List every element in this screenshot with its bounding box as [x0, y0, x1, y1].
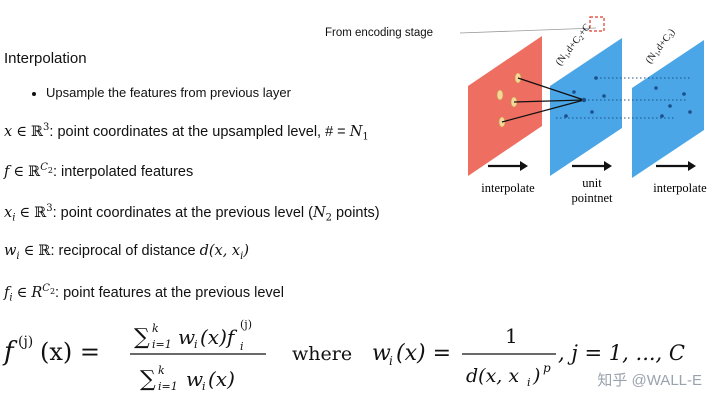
feature-dot [590, 110, 594, 114]
blue-plane-2 [632, 40, 704, 178]
num-w: w [178, 325, 195, 349]
sum-den-sub: i=1 [158, 380, 178, 393]
sum-den: ∑ [140, 367, 156, 392]
annotation-leader [459, 27, 597, 34]
blue-plane-1 [550, 38, 622, 176]
rhs-den: d(x, x [466, 365, 519, 387]
interp-link [501, 99, 585, 123]
rhs-den-sub: i [527, 376, 531, 389]
def-x: x ∈ ℝ3: point coordinates at the upsampl… [4, 122, 369, 143]
den-w-sub: i [202, 380, 206, 393]
rhs-w-sub: i [389, 354, 393, 368]
num-xf: (x)f [200, 325, 238, 349]
sum-num: ∑ [134, 325, 150, 350]
annotation-box [589, 16, 605, 32]
feature-dot [602, 94, 606, 98]
formula-lhs: f [2, 337, 18, 367]
num-f-sup: (j) [240, 318, 252, 331]
num-w-sub: i [194, 338, 198, 351]
feature-dot [564, 114, 568, 118]
step-interpolate-1: interpolate [481, 181, 535, 195]
sum-num-sup: k [152, 322, 159, 335]
plane-label-2: (N1,d+C3) [644, 27, 679, 66]
rhs-w: w [372, 341, 391, 366]
where-word: where [292, 343, 352, 365]
arrow-1-head [520, 161, 528, 171]
interpolation-formula: f (j) (x) = ∑ k i=1 w i (x)f (j) i ∑ k i… [2, 318, 685, 393]
feature-dot [660, 114, 664, 118]
step-pointnet: pointnet [572, 191, 613, 205]
def-f: f ∈ ℝC2: interpolated features [4, 162, 194, 180]
formula-lhs-arg: (x) = [40, 338, 100, 366]
arrow-2-head [604, 161, 612, 171]
feature-dot [688, 110, 692, 114]
arrow-3-head [688, 161, 696, 171]
rhs-tail: , j = 1, ..., C [558, 341, 685, 365]
bullet-text: Upsample the features from previous laye… [46, 85, 291, 100]
den-w: w [186, 367, 203, 391]
den-x: (x) [208, 367, 235, 391]
rhs-num: 1 [505, 324, 518, 348]
bullet-dot [32, 91, 36, 96]
red-plane [468, 36, 542, 176]
step-interpolate-2: interpolate [653, 181, 707, 195]
num-f-sub: i [240, 340, 244, 353]
source-point [496, 89, 504, 101]
sum-num-sub: i=1 [152, 338, 172, 351]
rhs-p: p [543, 361, 551, 375]
feature-dot [572, 90, 576, 94]
def-wi: wi ∈ ℝ: reciprocal of distance d(x, xi) [4, 243, 249, 262]
formula-lhs-sup: (j) [18, 334, 33, 350]
feature-dot [654, 86, 658, 90]
step-unit: unit [582, 176, 602, 190]
def-fi: fi ∈ RC2: point features at the previous… [4, 283, 284, 304]
feature-dot [668, 104, 672, 108]
sum-den-sup: k [158, 364, 165, 377]
feature-dot [682, 92, 686, 96]
bullet-item: Upsample the features from previous laye… [32, 85, 291, 100]
section-title: Interpolation [4, 50, 87, 67]
def-xi: xi ∈ ℝ3: point coordinates at the previo… [4, 203, 380, 224]
watermark: 知乎 @WALL-E [597, 372, 702, 389]
rhs-den-end: ) [532, 365, 540, 387]
encoding-annotation: From encoding stage [325, 27, 434, 39]
interpolation-figure: (N1,d+C2+C (N1,d+C3) interpolate unit po… [459, 16, 707, 205]
interp-link [513, 99, 585, 103]
interp-link [517, 77, 585, 101]
rhs-x: (x) = [396, 341, 451, 366]
